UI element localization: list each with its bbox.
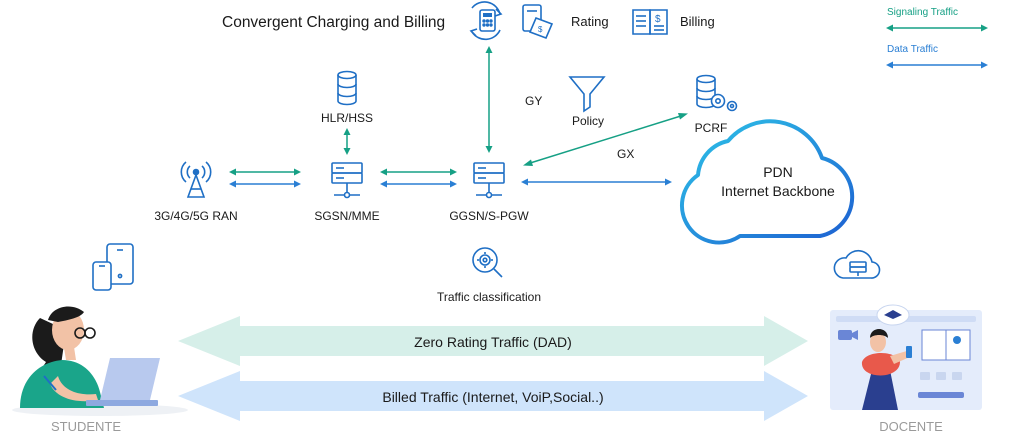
billing-book-icon: $ [632, 9, 668, 35]
svg-text:$: $ [655, 14, 661, 25]
svg-text:$: $ [538, 25, 543, 34]
pdn-cloud: PDN Internet Backbone [679, 119, 855, 245]
diagram-title: Convergent Charging and Billing [222, 14, 445, 31]
mobile-devices-icon [92, 243, 134, 291]
student-label: STUDENTE [51, 419, 121, 434]
legend-signaling-label: Signaling Traffic [887, 7, 958, 18]
gx-label: GX [617, 147, 634, 161]
billing-label: Billing [680, 14, 715, 29]
server-icon [473, 162, 505, 199]
teacher-label: DOCENTE [879, 419, 943, 434]
antenna-tower-icon [180, 161, 212, 198]
cloud-server-icon [833, 249, 881, 279]
sgsn-mme-label: SGSN/MME [314, 209, 379, 223]
database-gear-icon [696, 74, 738, 112]
database-icon [337, 70, 357, 106]
funnel-icon [568, 76, 606, 113]
signaling-arrows [229, 46, 688, 176]
policy-label: Policy [572, 114, 604, 128]
calculator-icon [469, 1, 503, 41]
ggsn-spgw-label: GGSN/S-PGW [449, 209, 529, 223]
billed-traffic-arrow: Billed Traffic (Internet, VoiP,Social..) [178, 371, 808, 421]
rating-label: Rating [571, 14, 609, 29]
legend-data-label: Data Traffic [887, 44, 938, 55]
student-illustration [12, 306, 188, 416]
zero-rating-label: Zero Rating Traffic (DAD) [414, 334, 572, 350]
traffic-classification-label: Traffic classification [437, 290, 541, 304]
gy-label: GY [525, 94, 542, 108]
cloud-subtitle: Internet Backbone [721, 183, 835, 199]
pcrf-label: PCRF [695, 121, 728, 135]
billed-traffic-label: Billed Traffic (Internet, VoiP,Social..) [382, 389, 603, 405]
teacher-illustration [830, 304, 982, 410]
zero-rating-traffic-arrow: Zero Rating Traffic (DAD) [178, 316, 808, 366]
magnifier-gear-icon [472, 247, 503, 278]
cloud-title: PDN [763, 164, 793, 180]
hlr-hss-label: HLR/HSS [321, 111, 373, 125]
server-icon [331, 162, 363, 199]
data-arrows [229, 178, 672, 188]
legend: Signaling Traffic Data Traffic [886, 7, 988, 69]
ran-label: 3G/4G/5G RAN [154, 209, 237, 223]
rating-tag-icon: $ [522, 4, 554, 40]
